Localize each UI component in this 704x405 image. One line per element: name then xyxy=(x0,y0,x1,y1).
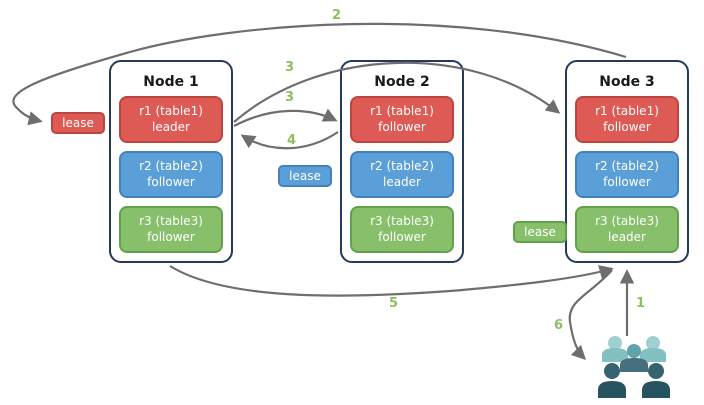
step-label-5: 5 xyxy=(389,296,399,311)
lease-badge-r3: lease xyxy=(513,221,567,243)
user-head xyxy=(627,344,641,358)
node-2: Node 2 r1 (table1) follower r2 (table2) … xyxy=(340,60,464,263)
arrow-step-2-node3-to-lease xyxy=(12,22,627,126)
user-head xyxy=(646,336,660,350)
node-3-replica-r2: r2 (table2) follower xyxy=(575,151,679,198)
lease-badge-r1: lease xyxy=(51,112,105,134)
replica-range: r1 (table1) xyxy=(595,103,659,118)
step-label-1: 1 xyxy=(636,296,646,311)
replica-role: follower xyxy=(147,229,195,244)
replica-range: r3 (table3) xyxy=(595,213,659,228)
replica-role: follower xyxy=(603,119,651,134)
node-1-replica-r2: r2 (table2) follower xyxy=(119,151,223,198)
arrow-step-5-node1-to-node3 xyxy=(169,265,614,297)
users-icon xyxy=(598,336,670,398)
lease-badge-r2: lease xyxy=(278,165,332,187)
replica-range: r2 (table2) xyxy=(595,158,659,173)
replica-range: r3 (table3) xyxy=(370,213,434,228)
user-head xyxy=(608,336,622,350)
lease-label: lease xyxy=(62,116,94,130)
node-2-replica-r2: r2 (table2) leader xyxy=(350,151,454,198)
node-1-replica-r1: r1 (table1) leader xyxy=(119,96,223,143)
node-2-replica-r1: r1 (table1) follower xyxy=(350,96,454,143)
step-label-3-short: 3 xyxy=(285,90,295,105)
lease-label: lease xyxy=(524,225,556,239)
user-body xyxy=(620,358,648,372)
node-1-replica-r3: r3 (table3) follower xyxy=(119,206,223,253)
step-label-3-long: 3 xyxy=(285,60,295,75)
replica-role: follower xyxy=(603,174,651,189)
replica-range: r2 (table2) xyxy=(370,158,434,173)
node-1-title: Node 1 xyxy=(143,74,199,90)
replica-role: follower xyxy=(378,119,426,134)
node-2-title: Node 2 xyxy=(374,74,430,90)
node-3-title: Node 3 xyxy=(599,74,655,90)
step-label-4: 4 xyxy=(287,133,297,148)
lease-label: lease xyxy=(289,169,321,183)
node-2-replica-r3: r3 (table3) follower xyxy=(350,206,454,253)
step-label-2: 2 xyxy=(332,8,342,23)
user-head xyxy=(648,363,664,379)
replica-role: follower xyxy=(147,174,195,189)
user-body xyxy=(640,348,666,362)
node-1: Node 1 r1 (table1) leader r2 (table2) fo… xyxy=(109,60,233,263)
user-body xyxy=(642,381,670,398)
arrow-step-3-leader-to-node2 xyxy=(233,108,338,127)
node-3: Node 3 r1 (table1) follower r2 (table2) … xyxy=(565,60,689,263)
node-3-replica-r1: r1 (table1) follower xyxy=(575,96,679,143)
replica-range: r3 (table3) xyxy=(139,213,203,228)
replica-range: r1 (table1) xyxy=(139,103,203,118)
node-3-replica-r3: r3 (table3) leader xyxy=(575,206,679,253)
replica-role: follower xyxy=(378,229,426,244)
replica-role: leader xyxy=(151,119,190,134)
replica-range: r2 (table2) xyxy=(139,158,203,173)
user-body xyxy=(598,381,626,398)
replica-range: r1 (table1) xyxy=(370,103,434,118)
replica-role: leader xyxy=(607,229,646,244)
user-head xyxy=(604,363,620,379)
step-label-6: 6 xyxy=(554,318,564,333)
replica-role: leader xyxy=(382,174,421,189)
